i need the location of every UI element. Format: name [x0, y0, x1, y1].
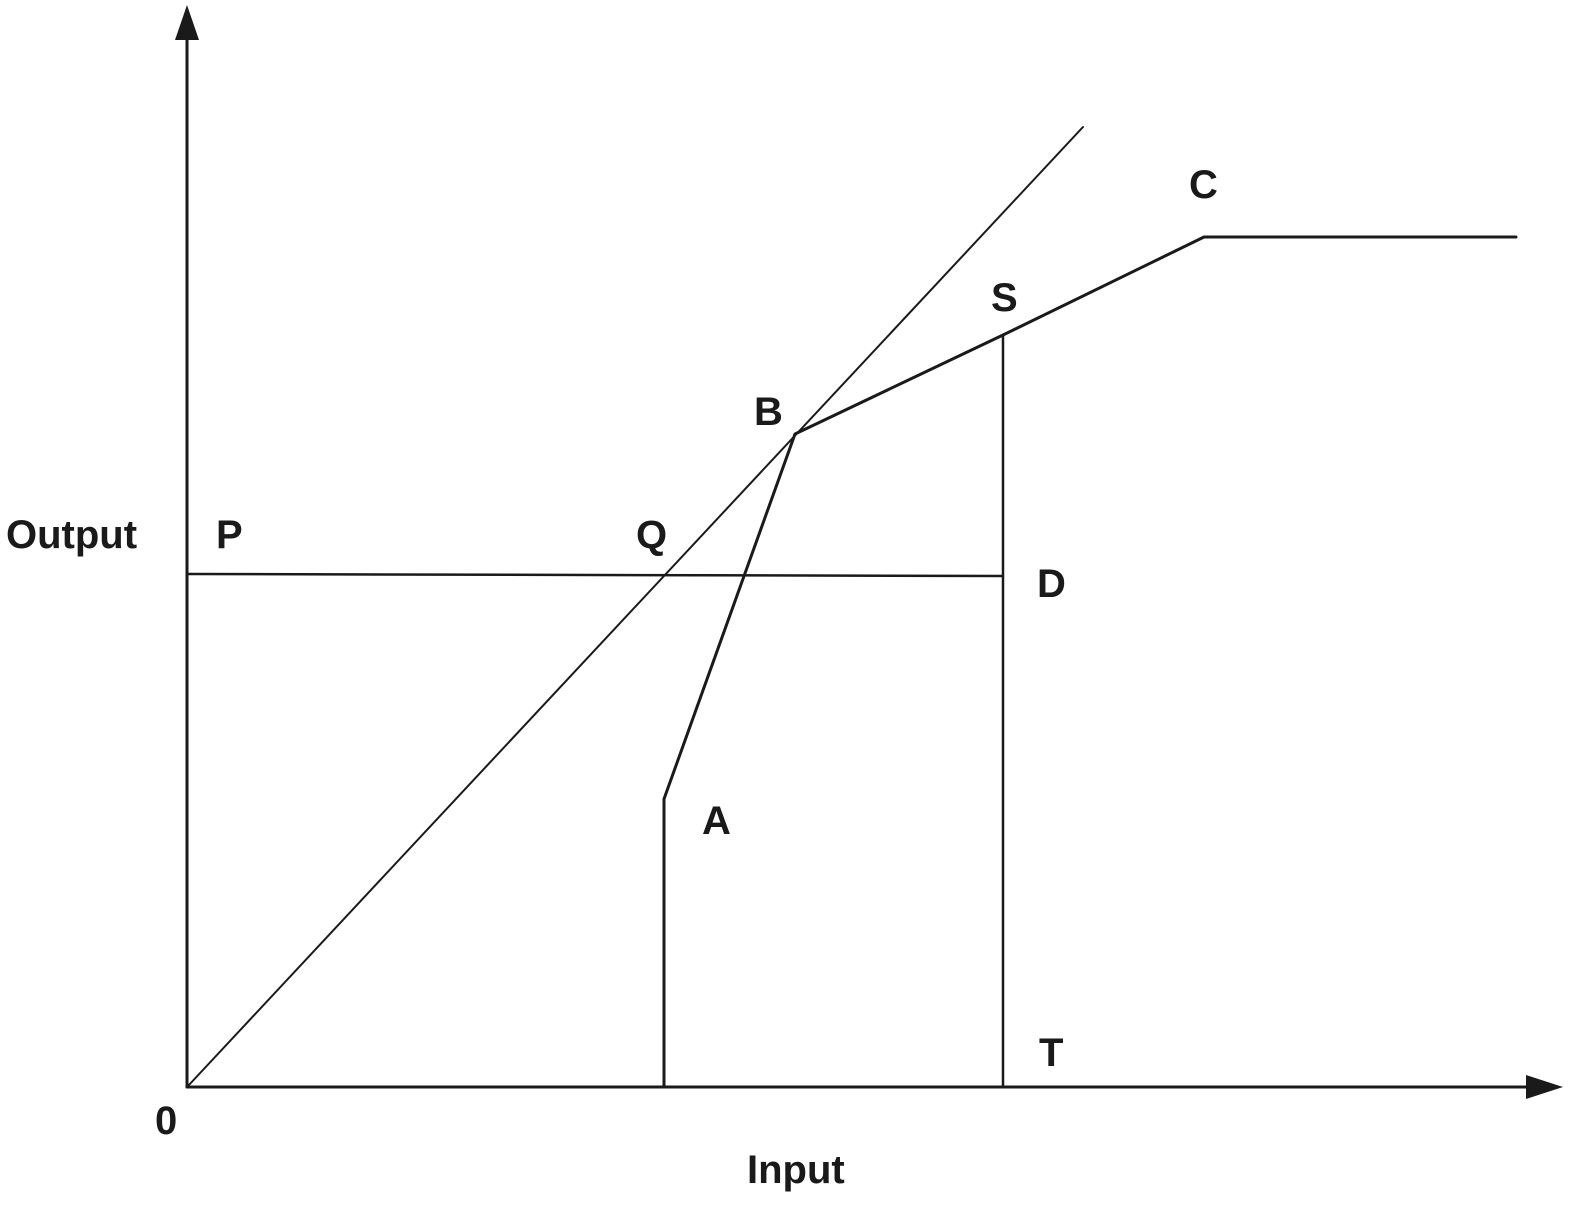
ray-from-origin	[187, 126, 1084, 1087]
label-c: C	[1189, 163, 1218, 207]
x-axis-arrowhead	[1526, 1075, 1563, 1099]
output-level-line-pd	[186, 572, 1005, 578]
label-q: Q	[636, 513, 667, 557]
label-d: D	[1037, 562, 1066, 606]
label-b: B	[754, 390, 783, 434]
label-a: A	[702, 799, 731, 843]
y-axis-title: Output	[6, 513, 137, 557]
production-curve	[662, 235, 1518, 1089]
y-axis-arrowhead	[175, 5, 199, 40]
label-s: S	[991, 276, 1018, 320]
label-p: P	[216, 513, 243, 557]
x-axis-title: Input	[747, 1148, 845, 1192]
label-t: T	[1039, 1031, 1063, 1075]
label-origin: 0	[155, 1099, 177, 1143]
